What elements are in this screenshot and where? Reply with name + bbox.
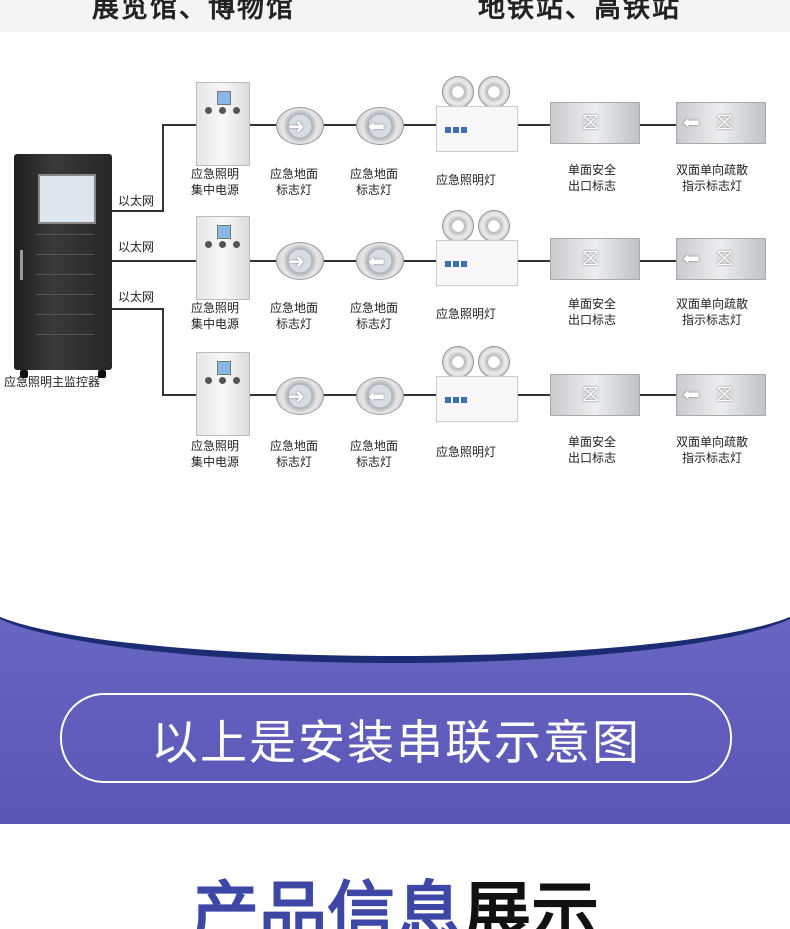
- power-supply-unit: [196, 352, 250, 436]
- exit-sign-label: 单面安全 出口标志: [568, 163, 617, 193]
- running-man-icon: ⛝: [583, 246, 599, 270]
- wiring-diagram: 应急照明主监控器 以太网 以太网 以太网 ➜ ⬅ ⛝ ⬅⛝ 应急照明 集中电源 …: [0, 32, 790, 602]
- decorative-arc: [0, 602, 790, 663]
- emergency-lamp: [436, 346, 518, 432]
- floor-marker-label: 应急地面 标志灯: [270, 301, 319, 331]
- floor-marker-light: ➜: [276, 242, 324, 280]
- power-supply-label: 应急照明 集中电源: [191, 301, 240, 331]
- running-man-icon: ⛝: [717, 382, 733, 406]
- header-right-text: 地铁站、高铁站: [478, 0, 681, 24]
- power-supply-unit: [196, 216, 250, 300]
- arrow-left-icon: ⬅: [683, 246, 700, 270]
- floor-marker-label: 应急地面 标志灯: [350, 301, 399, 331]
- emergency-lamp-label: 应急照明灯: [436, 307, 497, 321]
- direction-sign: ⬅⛝: [676, 102, 766, 144]
- floor-marker-light: ➜: [276, 107, 324, 145]
- emergency-lamp: [436, 76, 518, 162]
- floor-marker-light: ➜: [276, 377, 324, 415]
- section-title-accent: 产品信息: [190, 875, 463, 929]
- section-footer: 产品信息展示: [0, 824, 790, 929]
- exit-sign: ⛝: [550, 374, 640, 416]
- floor-marker-light: ⬅: [356, 377, 404, 415]
- ethernet-label: 以太网: [118, 240, 155, 254]
- floor-marker-light: ⬅: [356, 107, 404, 145]
- power-supply-label: 应急照明 集中电源: [191, 439, 240, 469]
- emergency-lamp-label: 应急照明灯: [436, 173, 497, 187]
- cabinet-handle: [20, 250, 23, 280]
- arrow-left-icon: ⬅: [683, 110, 700, 134]
- running-man-icon: ⛝: [583, 382, 599, 406]
- monitor-label: 应急照明主监控器: [4, 375, 101, 389]
- direction-sign-label: 双面单向疏散 指示标志灯: [676, 435, 749, 465]
- arrow-left-icon: ⬅: [368, 249, 385, 273]
- running-man-icon: ⛝: [583, 110, 599, 134]
- arrow-left-icon: ⬅: [683, 382, 700, 406]
- ethernet-label: 以太网: [118, 290, 155, 304]
- direction-sign-label: 双面单向疏散 指示标志灯: [676, 297, 749, 327]
- exit-sign: ⛝: [550, 238, 640, 280]
- caption-text: 以上是安装串联示意图: [151, 715, 641, 771]
- direction-sign-label: 双面单向疏散 指示标志灯: [676, 163, 749, 193]
- exit-sign-label: 单面安全 出口标志: [568, 435, 617, 465]
- emergency-lamp: [436, 210, 518, 296]
- exit-sign-label: 单面安全 出口标志: [568, 297, 617, 327]
- power-supply-unit: [196, 82, 250, 166]
- header-strip: 展览馆、博物馆 地铁站、高铁站: [0, 0, 790, 32]
- exit-sign: ⛝: [550, 102, 640, 144]
- arrow-right-icon: ➜: [288, 384, 305, 408]
- arrow-right-icon: ➜: [288, 249, 305, 273]
- section-title-rest: 展示: [463, 875, 600, 929]
- caption-band: 以上是安装串联示意图: [0, 602, 790, 824]
- floor-marker-label: 应急地面 标志灯: [270, 439, 319, 469]
- direction-sign: ⬅⛝: [676, 238, 766, 280]
- arrow-left-icon: ⬅: [368, 384, 385, 408]
- ethernet-label: 以太网: [118, 194, 155, 208]
- running-man-icon: ⛝: [717, 110, 733, 134]
- section-title: 产品信息展示: [0, 858, 790, 929]
- caption-pill: 以上是安装串联示意图: [60, 693, 732, 783]
- emergency-lamp-label: 应急照明灯: [436, 445, 497, 459]
- floor-marker-label: 应急地面 标志灯: [350, 439, 399, 469]
- power-supply-label: 应急照明 集中电源: [191, 167, 240, 197]
- cabinet-screen: [38, 174, 96, 224]
- header-left-text: 展览馆、博物馆: [92, 0, 295, 24]
- monitor-cabinet: [14, 154, 112, 378]
- floor-marker-light: ⬅: [356, 242, 404, 280]
- running-man-icon: ⛝: [717, 246, 733, 270]
- arrow-right-icon: ➜: [288, 114, 305, 138]
- floor-marker-label: 应急地面 标志灯: [350, 167, 399, 197]
- arrow-left-icon: ⬅: [368, 114, 385, 138]
- floor-marker-label: 应急地面 标志灯: [270, 167, 319, 197]
- direction-sign: ⬅⛝: [676, 374, 766, 416]
